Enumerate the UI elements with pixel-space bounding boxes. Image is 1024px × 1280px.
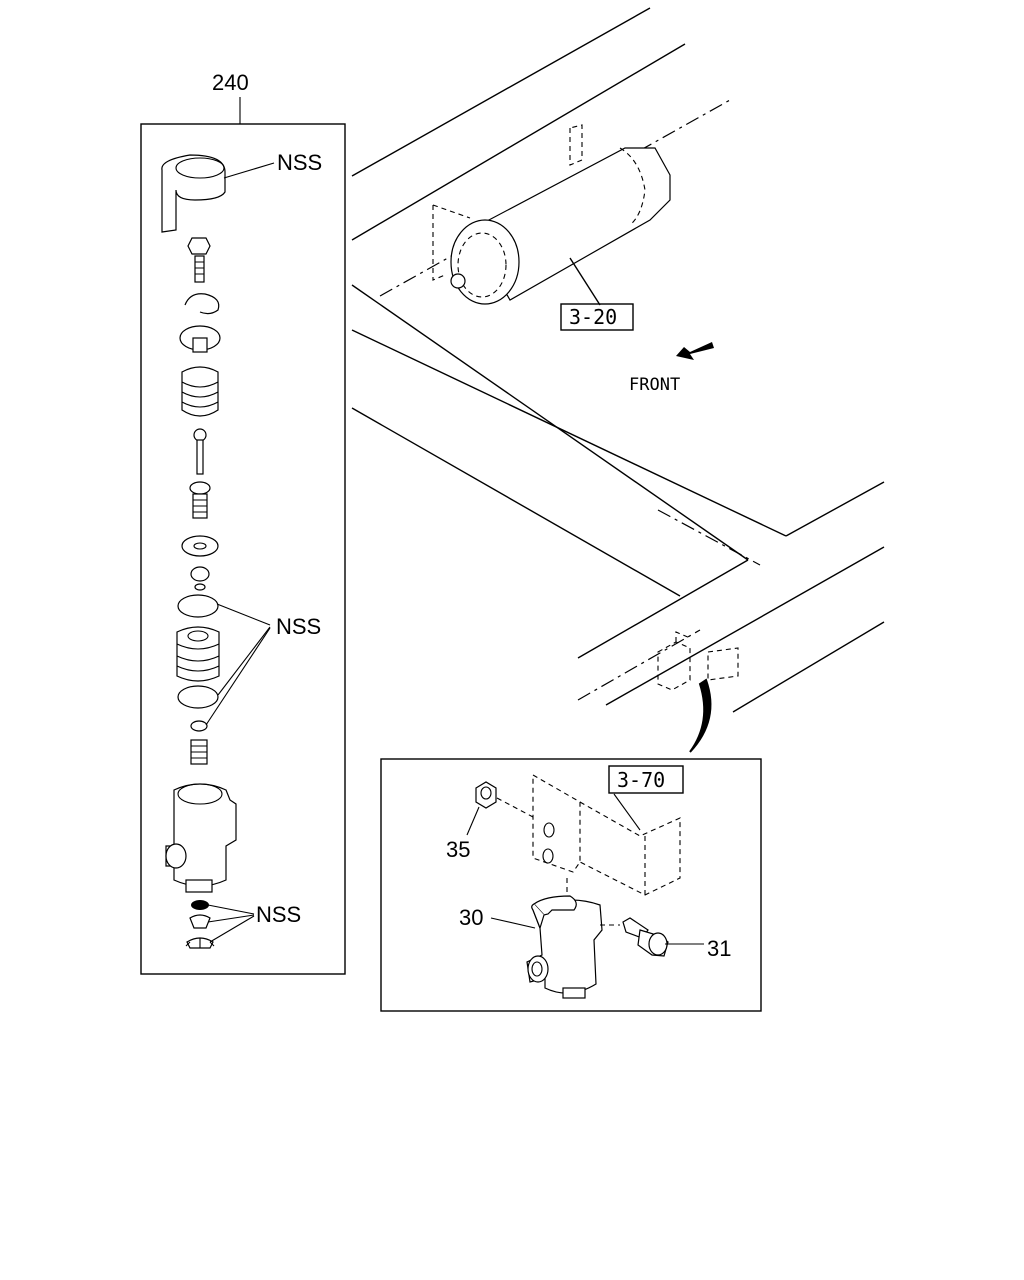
mount-location [657, 631, 739, 691]
detail-box [380, 758, 762, 1012]
part-label-31: 31 [707, 936, 731, 961]
curved-arrow-icon [689, 678, 712, 753]
nut-35 [475, 781, 497, 809]
ref-bracket-text: 3-70 [617, 768, 665, 792]
drain-valve-30 [526, 878, 603, 999]
ref-box-tank: 3-20 [560, 303, 634, 331]
part-label-30: 30 [459, 905, 483, 930]
plug-31 [600, 917, 669, 957]
ref-tank-text: 3-20 [569, 305, 617, 329]
mounting-bracket [532, 774, 681, 896]
front-label: FRONT [629, 375, 680, 395]
air-tank [432, 124, 671, 306]
kit-box [140, 123, 346, 975]
ref-box-bracket: 3-70 [608, 765, 684, 794]
frame-rails [351, 7, 885, 713]
nss-label-bottom: NSS [256, 902, 301, 927]
kit-number: 240 [212, 70, 249, 95]
nss-label-top: NSS [277, 150, 322, 175]
front-arrow-icon [676, 342, 714, 360]
nss-label-middle: NSS [276, 614, 321, 639]
kit-parts [161, 154, 237, 949]
part-label-35: 35 [446, 837, 470, 862]
